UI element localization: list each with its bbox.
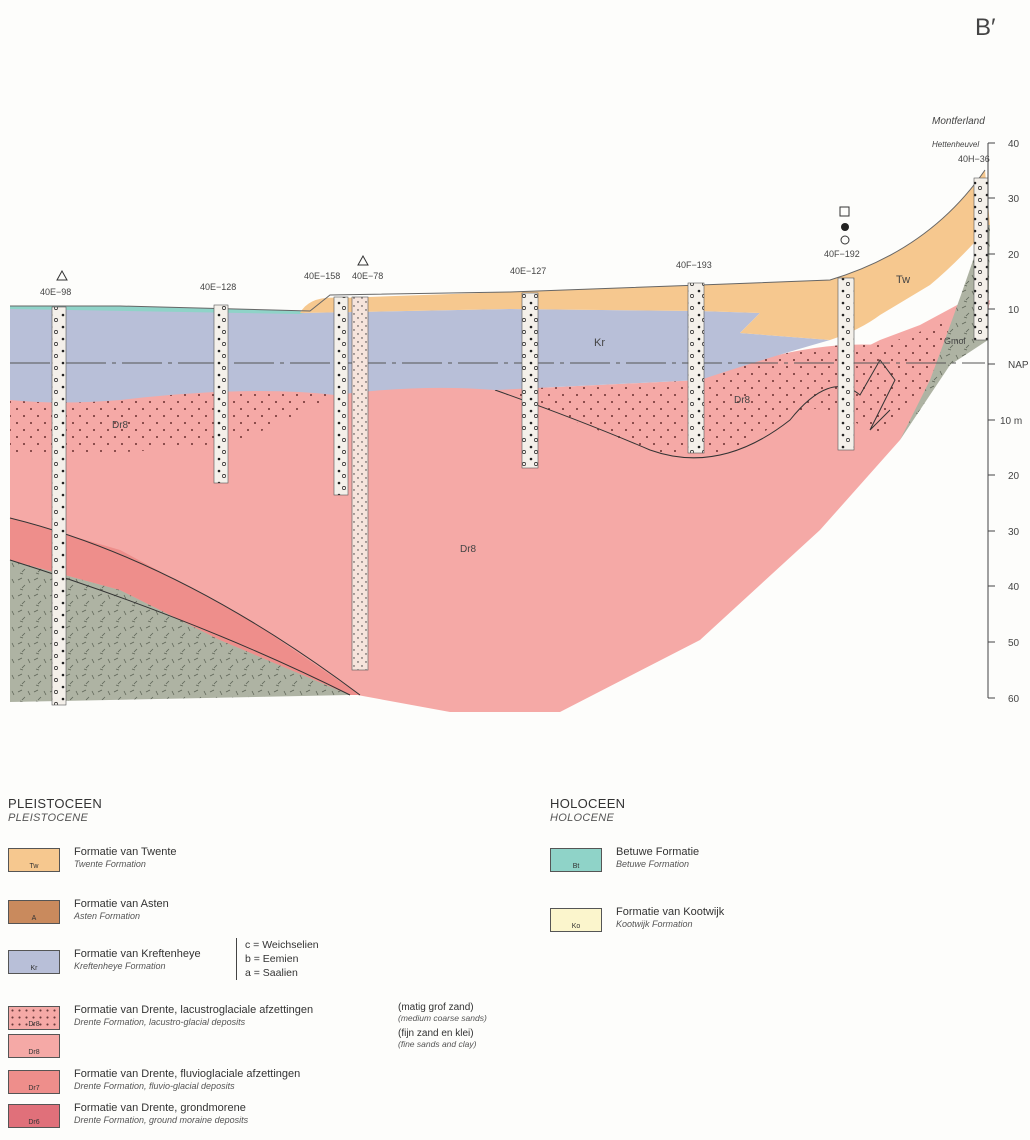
scale-tick-30-below: 30 <box>1008 527 1020 538</box>
dr7-label: Formatie van Drente, fluvioglaciale afze… <box>74 1068 301 1080</box>
borehole-label-40H-36: 40H−36 <box>958 154 990 164</box>
borehole-label-40F-192: 40F−192 <box>824 249 860 259</box>
swatch-dr7: Dr7 <box>8 1070 60 1094</box>
dr8-dotted-left <box>10 391 335 455</box>
bt-label-en: Betuwe Formation <box>616 859 690 869</box>
legend-heading-holocene: HOLOCEEN HOLOCENE <box>550 796 625 824</box>
section-corner-label: B′ <box>975 14 996 41</box>
dr8-dotted-right <box>495 300 990 456</box>
dr6-label: Formatie van Drente, grondmorene <box>74 1102 246 1114</box>
borehole-label-40E-98: 40E−98 <box>40 287 71 297</box>
place-hettenheuvel: Hettenheuvel <box>932 140 979 149</box>
borehole-label-40E-158: 40E−158 <box>304 271 340 281</box>
scale-tick-20-below: 20 <box>1008 471 1020 482</box>
coarse-sand-en: (medium coarse sands) <box>398 1013 487 1023</box>
dr6-label-en: Drente Formation, ground moraine deposit… <box>74 1115 249 1125</box>
kr-subunit-a: a = Saalien <box>245 967 298 979</box>
sand-note-fine: (fijn zand en klei) (fine sands and clay… <box>398 1028 476 1049</box>
scale-tick-50-below: 50 <box>1008 638 1020 649</box>
legend: PLEISTOCEEN PLEISTOCENE Tw Formatie van … <box>0 790 1030 1140</box>
swatch-a: A <box>8 900 60 924</box>
dr7-band <box>10 518 360 695</box>
holocene-en: HOLOCENE <box>550 812 615 824</box>
scale-tick-40: 40 <box>1008 139 1020 150</box>
unit-label-gmol: Gmol <box>944 336 966 346</box>
swatch-ko: Ko <box>550 908 602 932</box>
unit-label-kr: Kr <box>594 337 605 349</box>
unit-label-tw: Tw <box>896 274 910 286</box>
tw-label: Formatie van Twente <box>74 846 177 858</box>
unit-label-dr8-main: Dr8 <box>460 544 477 555</box>
swatch-kr: Kr <box>8 950 60 974</box>
scale-tick-30: 30 <box>1008 194 1020 205</box>
gmol-moraine-left <box>10 560 350 702</box>
borehole-symbols <box>56 206 850 281</box>
holocene-nl: HOLOCEEN <box>550 796 626 811</box>
place-montferland: Montferland <box>932 116 985 127</box>
scale-tick-40-below: 40 <box>1008 582 1020 593</box>
fine-sand-nl: (fijn zand en klei) <box>398 1028 474 1039</box>
swatch-dr6: Dr6 <box>8 1104 60 1128</box>
kr-label-en: Kreftenheye Formation <box>74 961 166 971</box>
a-label: Formatie van Asten <box>74 898 169 910</box>
square-icon <box>839 206 850 217</box>
a-label-en: Asten Formation <box>74 911 141 921</box>
borehole-label-40E-78: 40E−78 <box>352 271 383 281</box>
pleistocene-en: PLEISTOCENE <box>8 812 89 824</box>
triangle-icon <box>56 269 68 281</box>
gmol-moraine-right <box>900 225 990 440</box>
filled-circle-icon <box>841 223 849 231</box>
unit-label-dr8-right: Dr8 <box>734 395 751 406</box>
scale-tick-60-below: 60 <box>1008 694 1020 705</box>
kr-subunits: c = Weichselien b = Eemien a = Saalien <box>236 938 319 980</box>
borehole-label-40E-127: 40E−127 <box>510 266 546 276</box>
scale-tick-20: 20 <box>1008 250 1020 261</box>
unit-label-dr8-left: Dr8 <box>112 420 129 431</box>
depth-scale: 40 30 20 10 NAP 10 m 20 30 40 50 60 <box>987 139 1029 705</box>
scale-tick-10m: 10 m <box>1000 416 1022 427</box>
dr8-label: Formatie van Drente, lacustroglaciale af… <box>74 1004 314 1016</box>
borehole-columns <box>51 177 989 706</box>
legend-heading-pleistocene: PLEISTOCEEN PLEISTOCENE <box>8 796 102 824</box>
kr-subunit-c: c = Weichselien <box>245 939 319 951</box>
tw-layer <box>300 170 990 340</box>
kr-subunit-b: b = Eemien <box>245 953 299 965</box>
swatch-dr8-coarse: Dr8 <box>8 1006 60 1030</box>
ko-label-en: Kootwijk Formation <box>616 919 693 929</box>
borehole-label-40F-193: 40F−193 <box>676 260 712 270</box>
swatch-tw: Tw <box>8 848 60 872</box>
bt-label: Betuwe Formatie <box>616 846 700 858</box>
dr7-label-en: Drente Formation, fluvio-glacial deposit… <box>74 1081 235 1091</box>
tw-label-en: Twente Formation <box>74 859 146 869</box>
fine-sand-en: (fine sands and clay) <box>398 1039 477 1049</box>
triangle-icon <box>357 254 369 266</box>
scale-tick-10: 10 <box>1008 305 1020 316</box>
dr8-label-en: Drente Formation, lacustro-glacial depos… <box>74 1017 246 1027</box>
swatch-dr8-fine: Dr8 <box>8 1034 60 1058</box>
borehole-label-40E-128: 40E−128 <box>200 282 236 292</box>
scale-tick-nap: NAP <box>1008 360 1029 371</box>
open-circle-icon <box>840 235 850 245</box>
cross-section: 40E−98 40E−128 40E−158 40E−78 40E−127 40… <box>9 14 1029 712</box>
swatch-bt: Bt <box>550 848 602 872</box>
sand-note-coarse: (matig grof zand) (medium coarse sands) <box>398 1002 487 1023</box>
ko-label: Formatie van Kootwijk <box>616 906 725 918</box>
kr-label: Formatie van Kreftenheye <box>74 948 201 960</box>
bt-strip <box>10 306 310 314</box>
pleistocene-nl: PLEISTOCEEN <box>8 796 103 811</box>
coarse-sand-nl: (matig grof zand) <box>398 1002 474 1013</box>
